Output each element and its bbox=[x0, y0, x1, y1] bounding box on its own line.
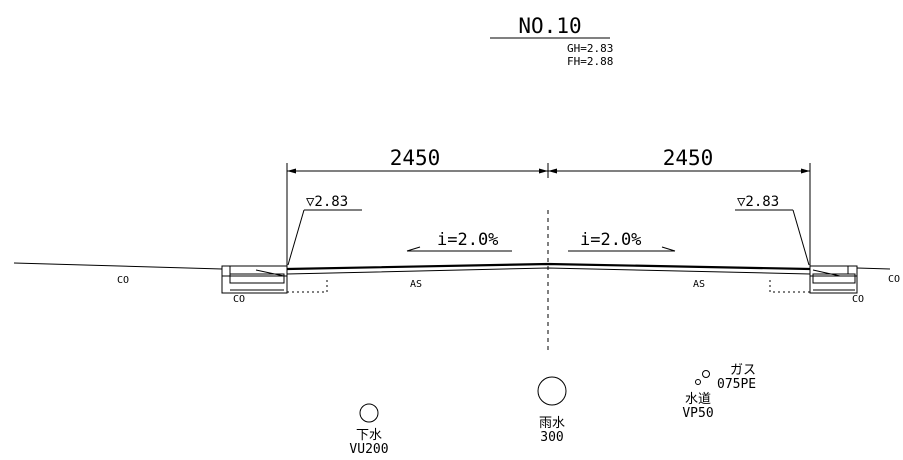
station-number: NO.10 bbox=[518, 14, 581, 38]
concrete-left-curb-label: CO bbox=[233, 294, 245, 305]
water-pipe-icon bbox=[695, 379, 701, 385]
pavement-base bbox=[286, 267, 811, 275]
right-curb-gutter bbox=[769, 265, 858, 294]
left-slope-label: i=2.0% bbox=[437, 230, 498, 250]
dimension-lines bbox=[286, 163, 811, 268]
concrete-right-curb-label: CO bbox=[852, 294, 864, 305]
storm-spec: 300 bbox=[540, 430, 563, 445]
right-slope-label: i=2.0% bbox=[580, 230, 641, 250]
water-name: 水道 bbox=[685, 392, 711, 407]
finish-height-label: FH=2.88 bbox=[567, 55, 613, 68]
storm-name: 雨水 bbox=[539, 416, 565, 431]
left-width-dimension: 2450 bbox=[390, 146, 441, 170]
pavement-left-label: AS bbox=[410, 279, 422, 290]
ground-height-label: GH=2.83 bbox=[567, 42, 613, 55]
left-level-leader bbox=[287, 209, 305, 266]
sewer-pipe-icon bbox=[359, 403, 379, 423]
sewer-name: 下水 bbox=[356, 428, 382, 443]
left-level-label: ▽2.83 bbox=[306, 194, 348, 210]
right-level-leader bbox=[792, 209, 810, 266]
pavement-right-label: AS bbox=[693, 279, 705, 290]
existing-ground-left bbox=[13, 262, 223, 270]
pavement-surface bbox=[286, 262, 811, 271]
sewer-spec: VU200 bbox=[349, 442, 388, 457]
left-curb-gutter bbox=[221, 265, 328, 294]
water-spec: VP50 bbox=[682, 406, 713, 421]
right-level-label: ▽2.83 bbox=[737, 194, 779, 210]
gas-name: ガス bbox=[730, 363, 756, 378]
concrete-far-left-label: CO bbox=[117, 275, 129, 286]
right-width-dimension: 2450 bbox=[663, 146, 714, 170]
storm-pipe-icon bbox=[537, 376, 567, 406]
gas-spec: 075PE bbox=[717, 377, 756, 392]
existing-ground-right bbox=[856, 267, 891, 270]
gas-pipe-icon bbox=[702, 370, 710, 378]
concrete-far-right-label: CO bbox=[888, 274, 900, 285]
